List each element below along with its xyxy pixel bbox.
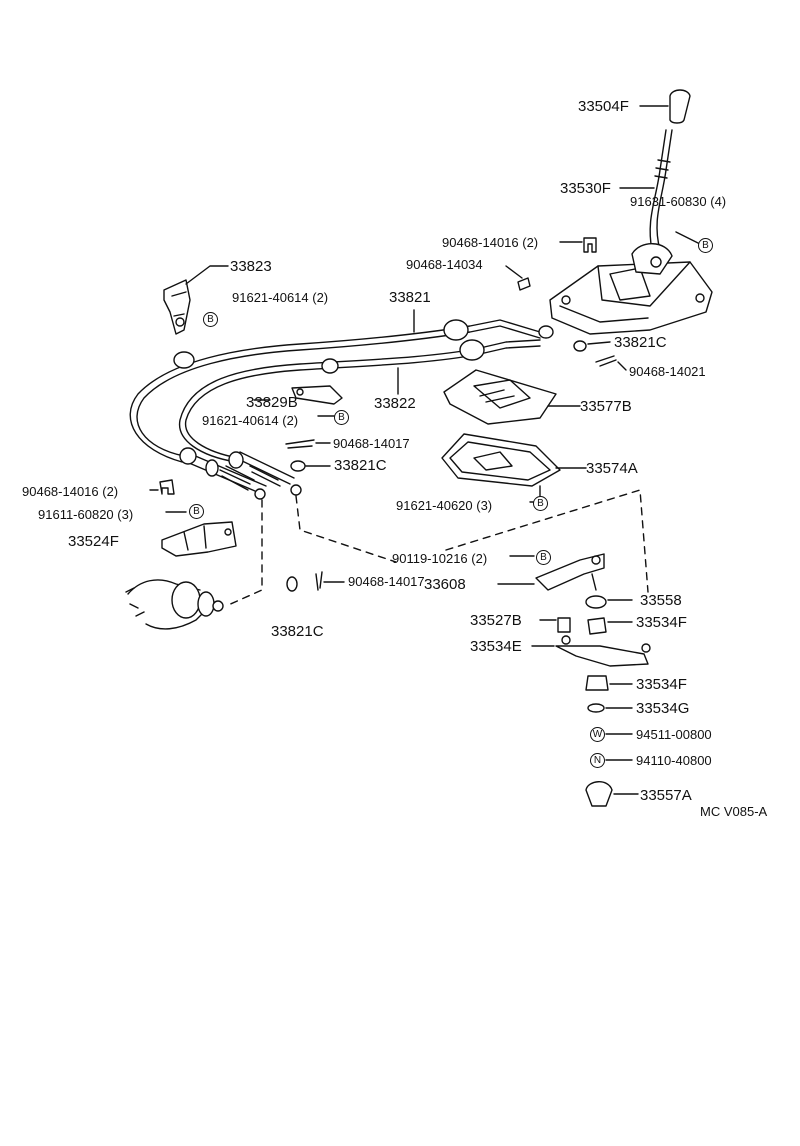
part-label-33823: 33823 [230,258,272,275]
part-label-33534E: 33534E [470,638,522,655]
bolt-symbol-icon: B [536,550,551,565]
bushing-33534F-b-drawing [585,675,633,691]
part-label-33524F: 33524F [68,533,119,550]
part-label-91621-40614-a: 91621-40614 (2) [232,290,329,305]
washer-drawing-c [286,576,298,592]
bolt-symbol-icon: B [533,496,548,511]
shift-lever-drawing [619,129,673,251]
part-label-33504F: 33504F [578,98,629,115]
part-label-33534F-a: 33534F [636,614,687,631]
part-label-33557A: 33557A [640,787,692,804]
part-label-91621-40614-b: 91621-40614 (2) [202,413,299,428]
symbol-leaders [165,399,633,761]
part-label-90468-14017-a: 90468-14017 [333,436,410,451]
shift-knob-drawing [639,89,691,124]
washer-drawing-a [290,460,331,472]
lever-33608-drawing [497,553,605,591]
part-label-90468-14016-top: 90468-14016 (2) [442,235,539,250]
shift-housing-drawing [549,231,713,335]
part-label-94511-00800: 94511-00800 [636,727,712,742]
nut-symbol-icon: N [590,753,605,768]
part-label-33821C-a: 33821C [614,334,667,351]
knob-33557A-drawing [585,781,639,807]
pin-drawing-b [595,355,627,371]
part-label-90468-14017-b: 90468-14017 [348,574,425,589]
part-label-91611-60820: 91611-60820 (3) [38,507,134,522]
bracket-33829B-drawing [291,385,343,405]
diagram-reference-code: MC V085-A [700,804,768,819]
part-label-33527B: 33527B [470,612,522,629]
plate-33574A-drawing [441,433,587,497]
part-label-91621-40620: 91621-40620 (3) [396,498,493,513]
bushing-33558-drawing [585,595,633,609]
bracket-33524F-drawing [161,521,237,557]
part-label-33577B: 33577B [580,398,632,415]
part-label-33821C-c: 33821C [271,623,324,640]
boot-33577B-drawing [443,369,581,425]
clip-drawing-left [149,479,175,495]
part-label-90119-10216: 90119-10216 (2) [392,551,488,566]
bolt-symbol-icon: B [334,410,349,425]
select-cable-33822-drawing [178,339,541,463]
part-label-90468-14034: 90468-14034 [406,257,483,272]
bracket-33823-drawing [163,265,229,335]
part-label-33821: 33821 [389,289,431,306]
transmission-shaft-drawing [125,579,224,630]
bolt-symbol-icon: B [189,504,204,519]
part-label-33558: 33558 [640,592,682,609]
part-label-33822: 33822 [374,395,416,412]
part-label-94110-40800: 94110-40800 [636,753,712,768]
bolt-symbol-icon: B [203,312,218,327]
pin-drawing-c [315,571,345,591]
part-label-33821C-b: 33821C [334,457,387,474]
part-label-33534F-b: 33534F [636,676,687,693]
part-label-90468-14016-left: 90468-14016 (2) [22,484,119,499]
part-label-33829B: 33829B [246,394,298,411]
part-label-91631-60830: 91631-60830 (4) [630,194,727,209]
bolt-symbol-icon: B [698,238,713,253]
washer-drawing-b [573,340,611,352]
dashed-leaders [225,489,649,607]
bushing-33527B-drawing [539,617,571,633]
lever-33534E-drawing [531,635,651,667]
part-label-33608: 33608 [424,576,466,593]
shift-cable-33821-drawing [129,309,554,463]
clip-drawing-top [505,237,597,291]
washer-symbol-icon: W [590,727,605,742]
cable-end-drawing [179,447,302,500]
part-label-90468-14021: 90468-14021 [629,364,706,379]
washer-33534G-drawing [587,703,633,713]
part-label-33574A: 33574A [586,460,638,477]
bushing-33534F-a-drawing [587,617,633,635]
part-label-33534G: 33534G [636,700,690,717]
part-label-33530F: 33530F [560,180,611,197]
pin-drawing-a [285,439,331,449]
